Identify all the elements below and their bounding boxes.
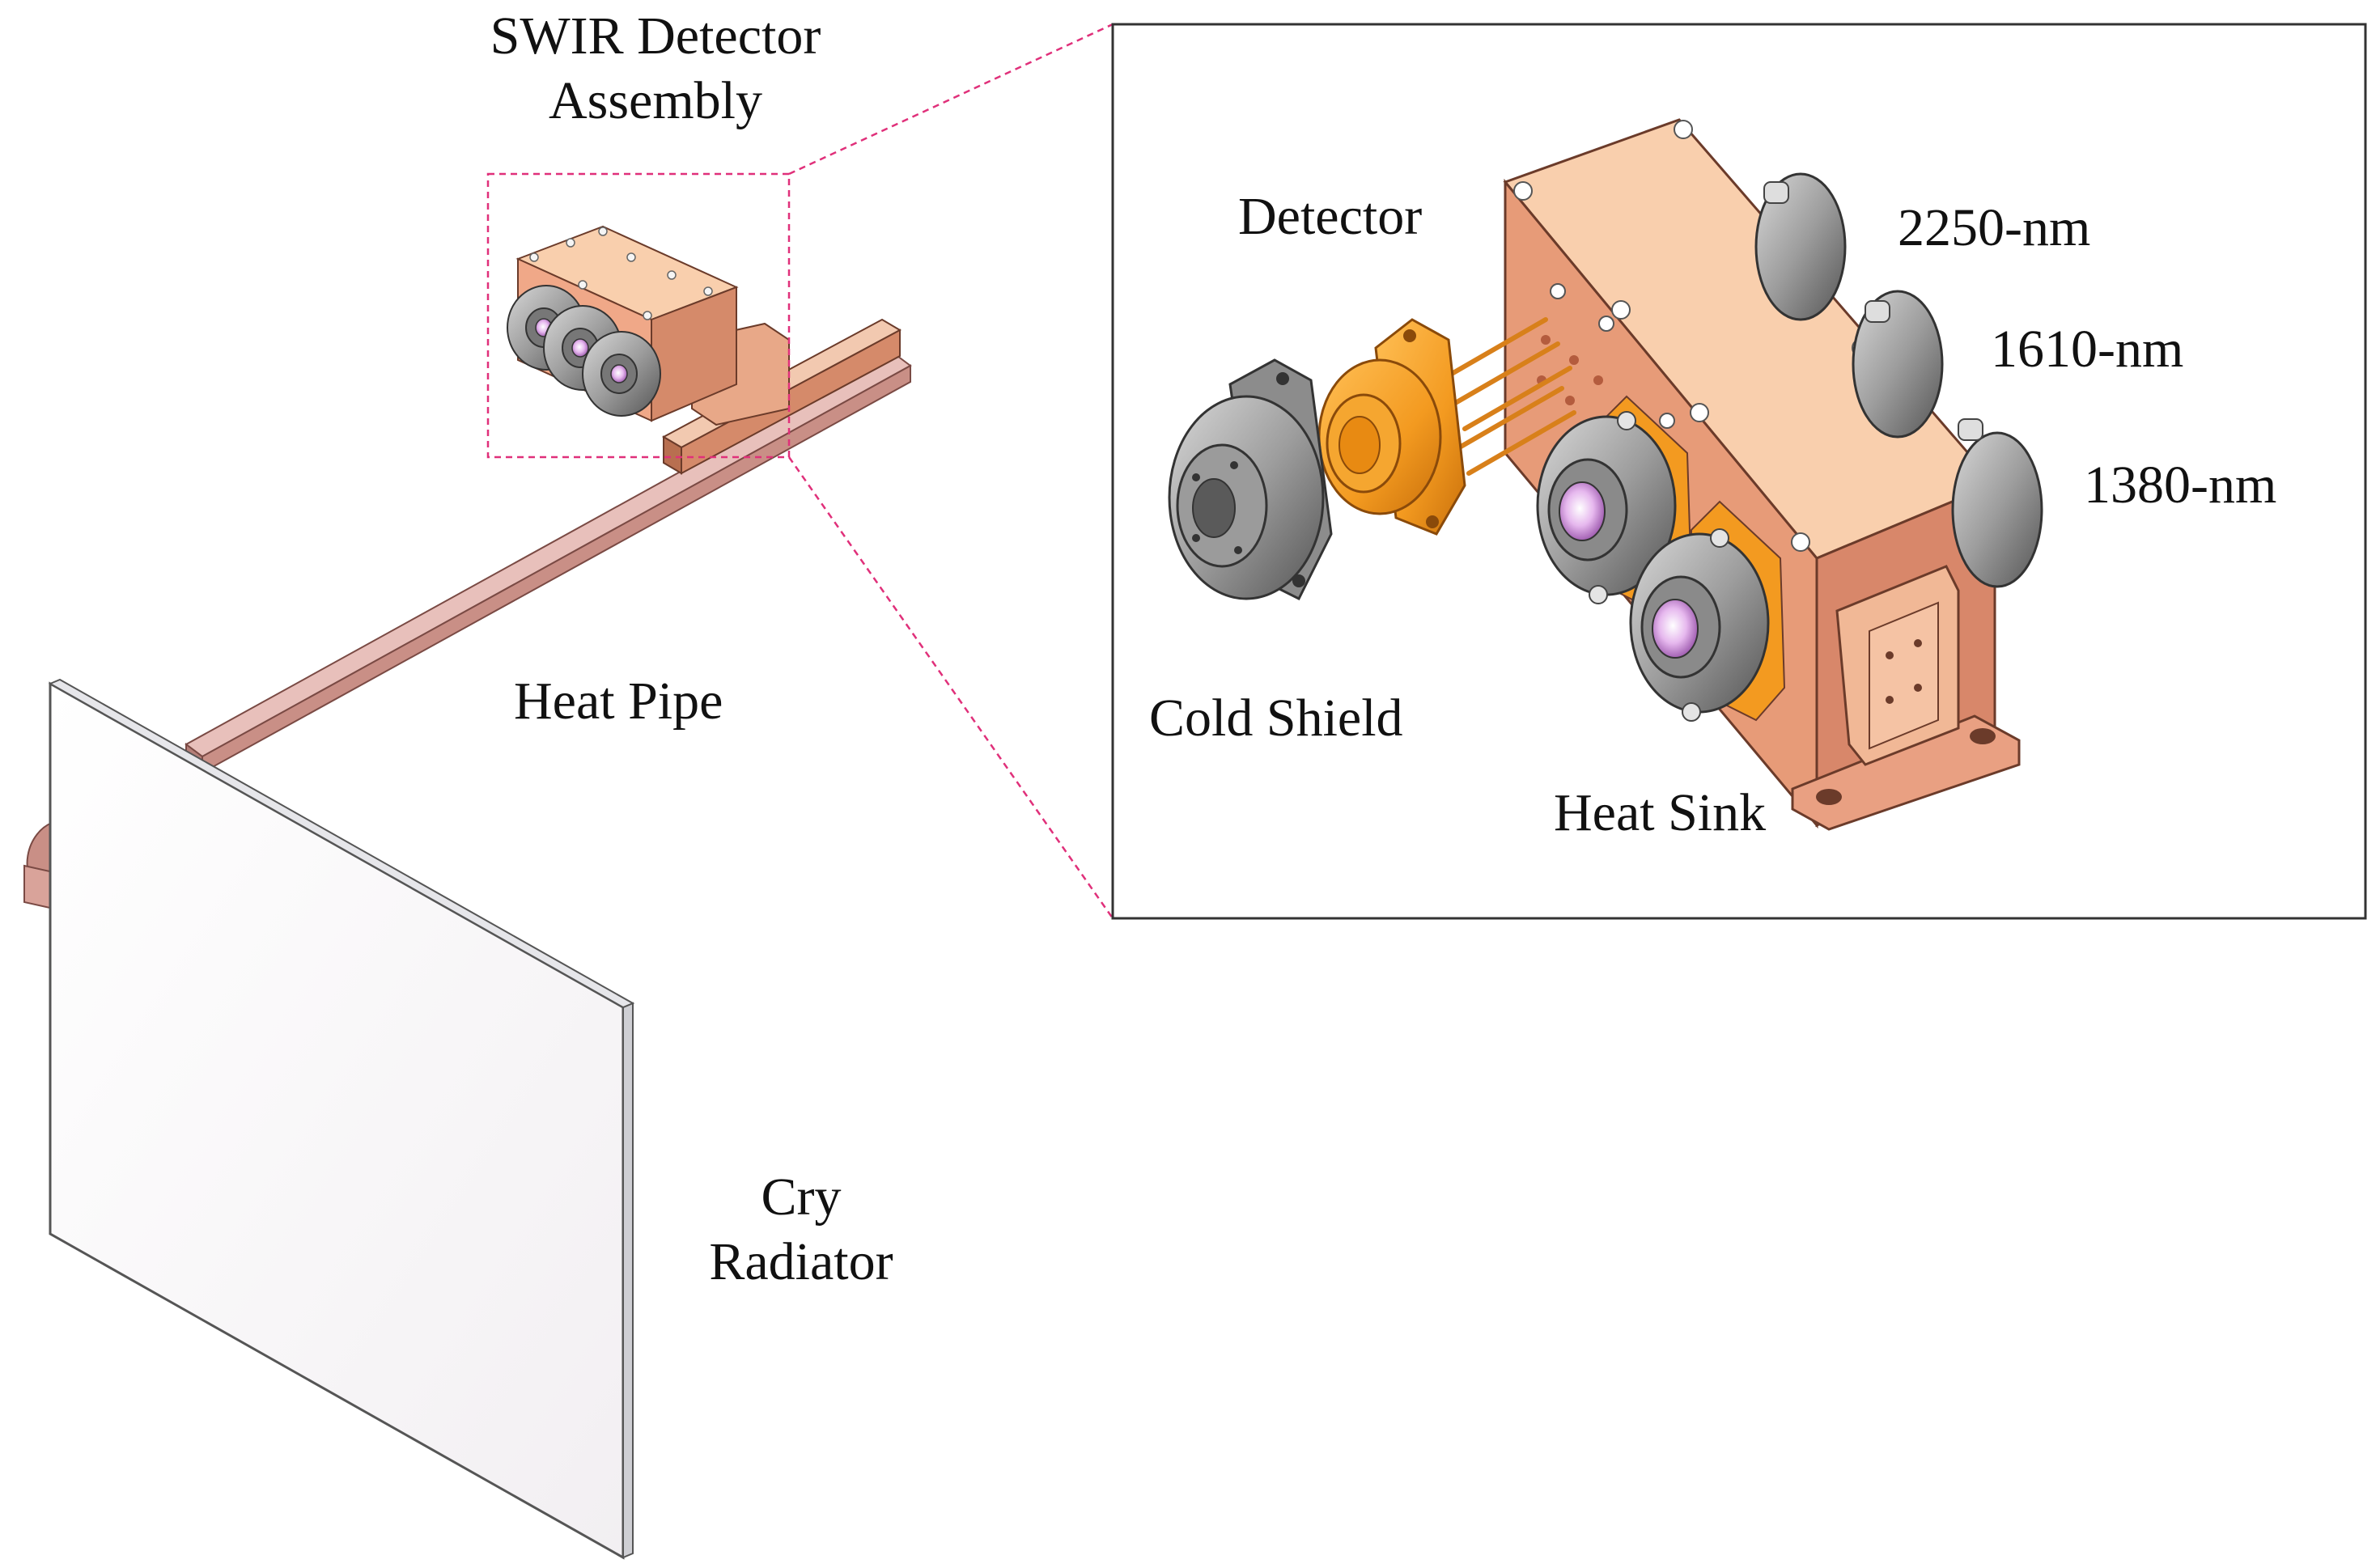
label-band-1380: 1380-nm [2084,456,2277,515]
label-swir-line1: SWIR Detector [490,6,821,66]
small-rail-end [663,435,682,475]
label-heat-pipe: Heat Pipe [514,672,723,731]
heat-pipe [23,352,912,912]
cold-shield-aperture [1192,478,1236,538]
cold-shield-flange-hole-1 [1276,372,1289,385]
label-detector: Detector [1238,187,1423,246]
callout-line-bottom [787,456,1114,919]
detector-flange-hole-2 [1426,515,1439,528]
label-cry-line1: Cry [761,1168,842,1227]
small-box-screws [529,227,713,320]
label-band-1610: 1610-nm [1991,320,2184,379]
detector-pins [1438,317,1576,476]
bracket-holes [1886,639,1922,704]
detector-flange-hole-1 [1403,329,1416,342]
label-cry-line2: Radiator [709,1232,893,1291]
callout-line-top [788,23,1114,176]
detector-body-inner [1338,416,1381,474]
detector-exploded [1317,317,1576,536]
rear-cold-shield-2250 [1754,172,1847,321]
small-cold-shield-3 [582,331,661,417]
callout-source-box [486,172,791,459]
small-detector-assembly [507,225,902,475]
rear-cold-shield-1610 [1852,290,1944,439]
housing-front-screws [1550,283,1675,429]
cold-shield-exploded [1168,358,1333,601]
radiator-top-edge [48,678,635,1009]
label-swir-detector-assembly: SWIR Detector Assembly [453,4,858,133]
rear-cold-shield-1380 [1951,418,2043,588]
label-band-2250: 2250-nm [1898,198,2091,257]
radiator-edge [622,1002,634,1559]
foot-hole-1 [1816,789,1842,805]
cold-shield-flange-hole-2 [1292,574,1305,587]
radiator-front [49,681,625,1560]
foot-hole-2 [1970,728,1996,744]
label-swir-line2: Assembly [549,71,762,130]
mounted-cold-shield-1 [1536,395,1693,617]
cold-shield-holes [1192,461,1242,554]
cry-radiator-panel [48,678,635,1560]
label-cold-shield: Cold Shield [1149,689,1403,748]
mounted-cold-shield-2 [1629,500,1786,722]
label-heat-sink: Heat Sink [1554,783,1767,842]
label-cry-radiator: Cry Radiator [680,1165,923,1295]
housing-foot [1791,714,2021,831]
housing-side-bracket-face [1869,601,1939,750]
